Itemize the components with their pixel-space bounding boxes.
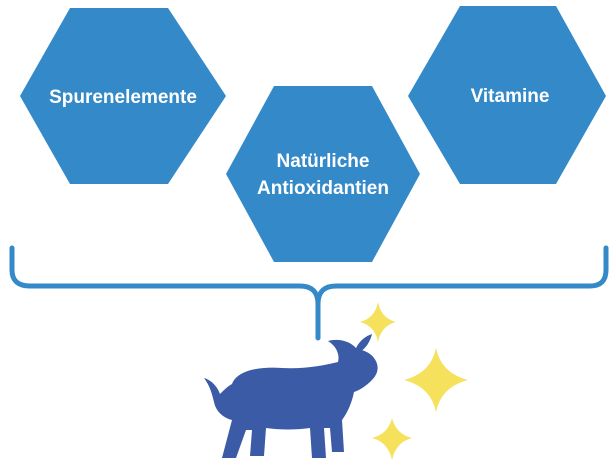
calf-body: [204, 339, 378, 458]
sparkle-icon: [372, 418, 412, 460]
calf-ear: [356, 334, 372, 352]
hexagon-vitamins: Vitamine: [408, 6, 606, 184]
hexagon-antioxidants-shape: [226, 86, 420, 262]
hexagon-antioxidants-label-line2: Antioxidantien: [257, 178, 389, 199]
hexagon-antioxidants-label-line1: Natürliche: [277, 151, 370, 172]
calf-icon: [204, 334, 378, 458]
hexagon-vitamins-label: Vitamine: [471, 86, 550, 107]
curly-brace-icon: [9, 245, 609, 341]
sparkle-icon: [404, 348, 468, 412]
sparkle-icon: [360, 302, 396, 342]
hexagon-trace-elements-shape: [20, 8, 226, 184]
hexagon-trace-elements: Spurenelemente: [20, 8, 226, 184]
hexagon-trace-elements-label: Spurenelemente: [49, 87, 197, 108]
hexagon-antioxidants: Natürliche Antioxidantien: [226, 86, 420, 262]
hexagon-vitamins-shape: [408, 6, 606, 184]
